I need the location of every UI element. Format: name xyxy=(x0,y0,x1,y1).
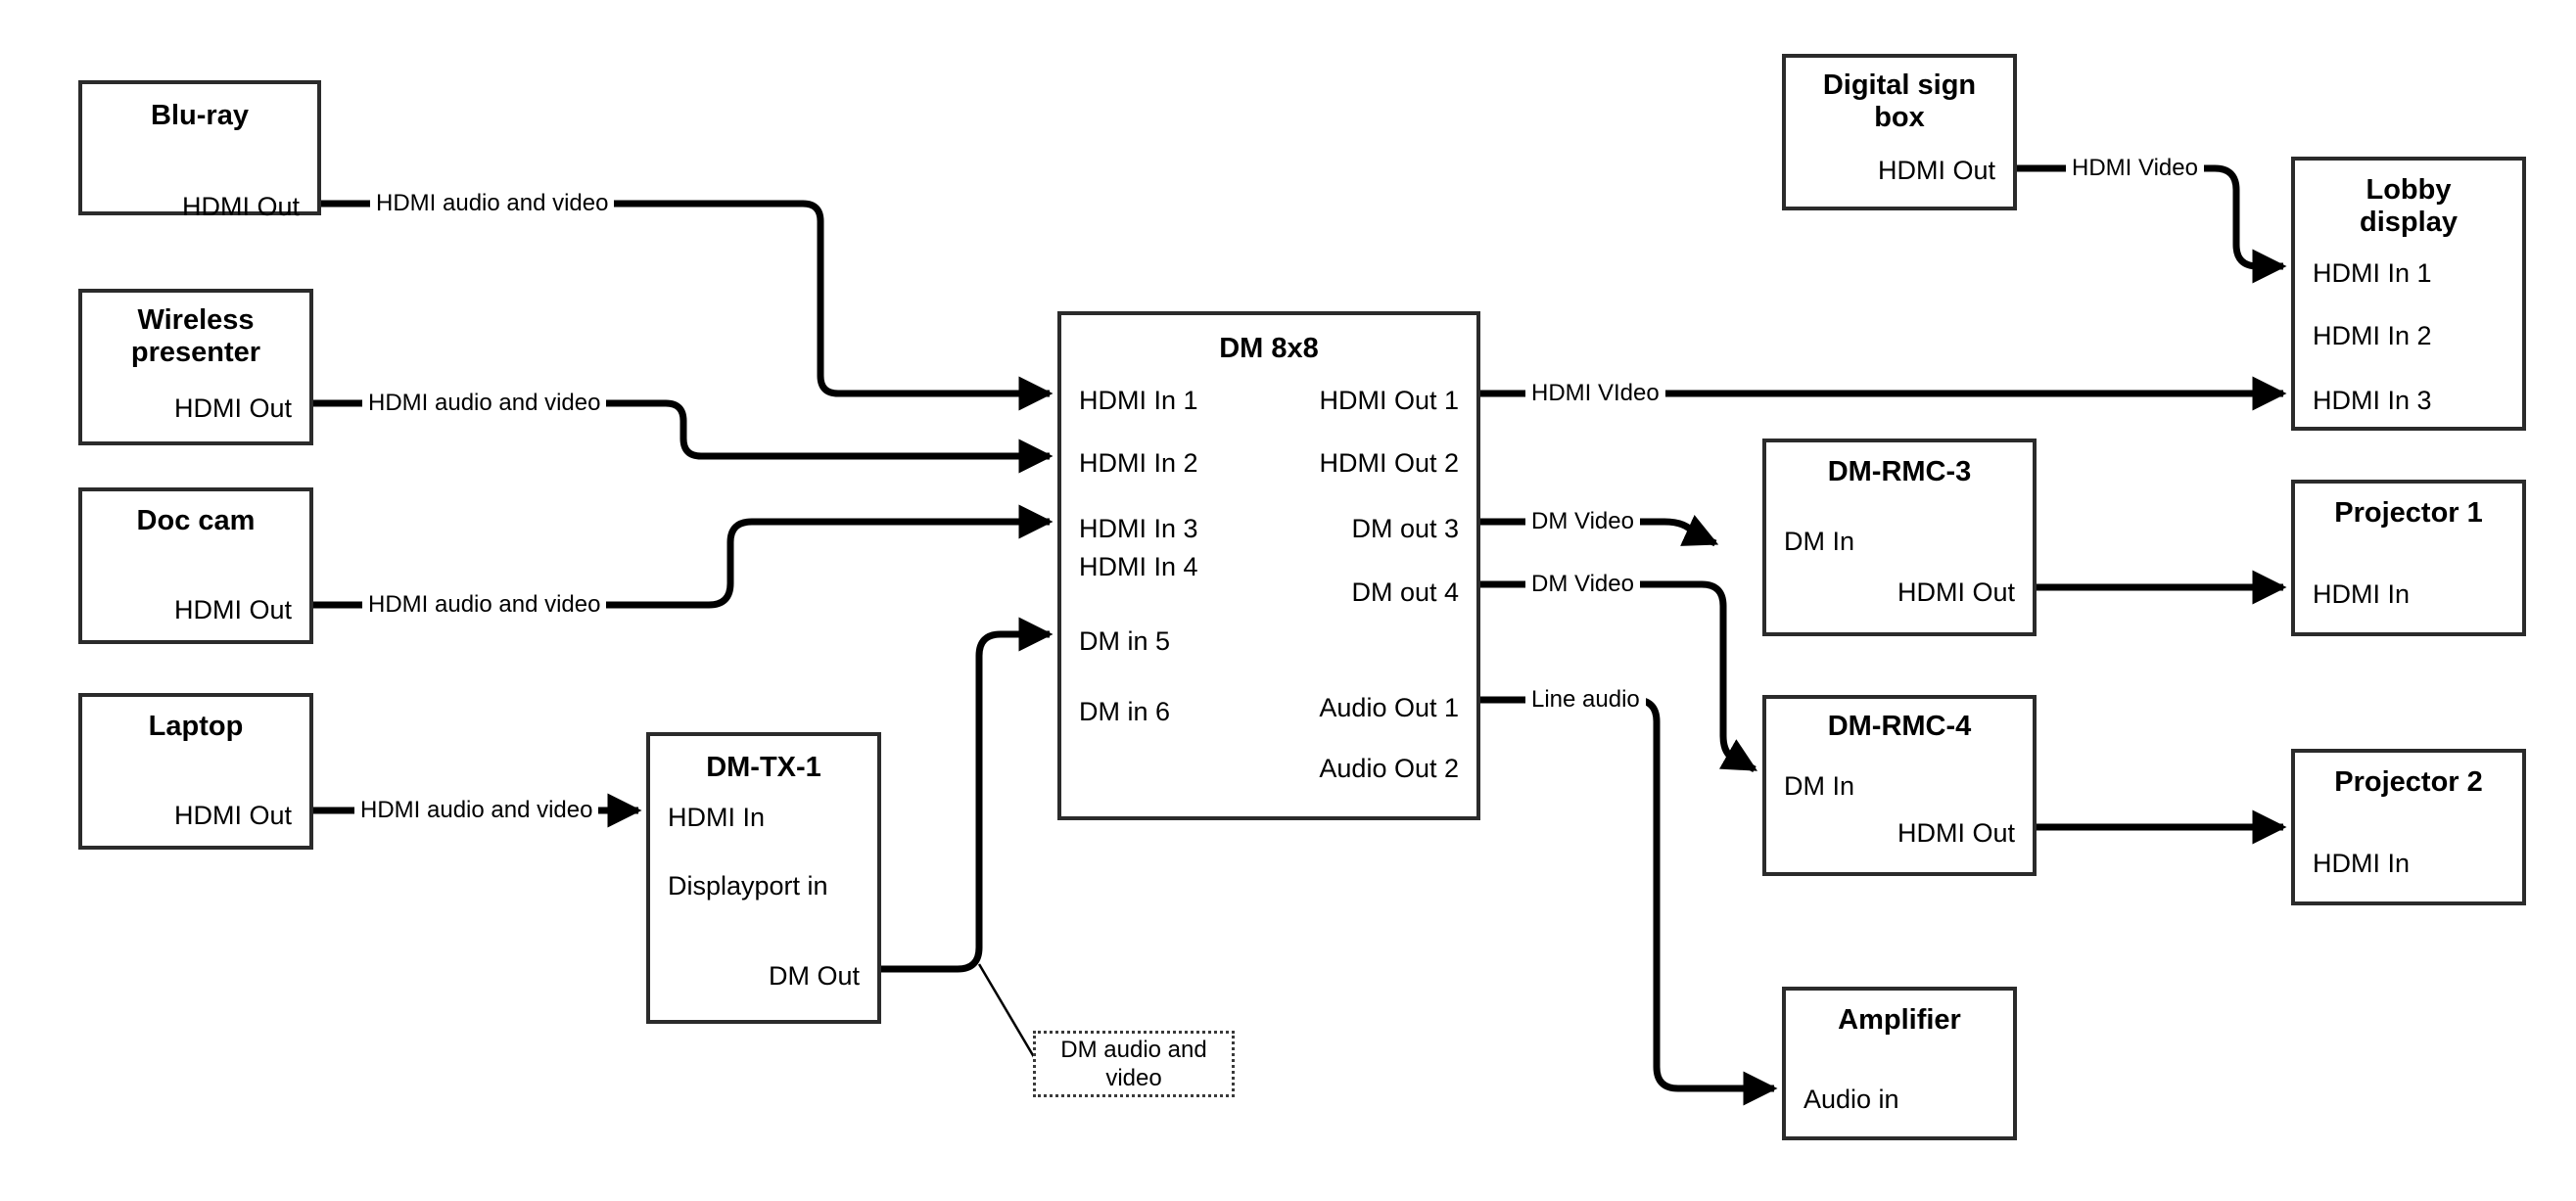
wire-label-audio-out-1-to-amplifier: Line audio xyxy=(1525,688,1646,712)
node-laptop-port-hdmi-out[interactable]: HDMI Out xyxy=(173,801,292,830)
node-projector-2-port-hdmi-in[interactable]: HDMI In xyxy=(2313,849,2411,878)
wire-dm-out-4-to-dmrmc4 xyxy=(1480,580,1758,773)
node-dm-8x8-port-dm-out-4[interactable]: DM out 4 xyxy=(1351,577,1459,607)
wire-label-hdmi-out-1-to-lobby: HDMI VIdeo xyxy=(1525,382,1665,405)
node-amplifier[interactable]: Amplifier Audio in xyxy=(1782,987,2017,1140)
node-dm-8x8-port-hdmi-in-3[interactable]: HDMI In 3 xyxy=(1079,514,1198,543)
node-bluray-port-hdmi-out[interactable]: HDMI Out xyxy=(181,192,300,221)
node-dm-8x8-port-hdmi-in-1[interactable]: HDMI In 1 xyxy=(1079,386,1198,415)
node-dm-8x8-port-dm-out-3[interactable]: DM out 3 xyxy=(1351,514,1459,543)
node-amplifier-title: Amplifier xyxy=(1838,1004,1961,1036)
node-dm-tx-1-port-hdmi-in[interactable]: HDMI In xyxy=(668,803,766,832)
node-dm-8x8[interactable]: DM 8x8 HDMI In 1 HDMI In 2 HDMI In 3 HDM… xyxy=(1057,311,1480,820)
wire-label-bluray-to-hdmi-in-1: HDMI audio and video xyxy=(370,192,615,215)
wire-audio-out-1-to-amplifier xyxy=(1480,696,1778,1106)
node-digital-sign-box-title: Digital sign box xyxy=(1822,69,1977,134)
node-dm-rmc-4-title: DM-RMC-4 xyxy=(1827,711,1972,742)
node-dm-8x8-port-audio-out-1[interactable]: Audio Out 1 xyxy=(1319,693,1459,722)
node-projector-1[interactable]: Projector 1 HDMI In xyxy=(2291,480,2526,636)
node-dm-tx-1-title: DM-TX-1 xyxy=(706,752,821,783)
node-dm-tx-1[interactable]: DM-TX-1 HDMI In Displayport in DM Out xyxy=(646,732,881,1024)
node-lobby-display-port-hdmi-in-1[interactable]: HDMI In 1 xyxy=(2313,258,2432,288)
node-bluray-title: Blu-ray xyxy=(151,100,249,131)
leader-line-dm-audio-video-note xyxy=(977,963,1042,1068)
wire-label-wireless-to-hdmi-in-2: HDMI audio and video xyxy=(362,392,607,415)
node-dm-8x8-port-hdmi-out-2[interactable]: HDMI Out 2 xyxy=(1319,448,1459,478)
node-dm-rmc-4-port-hdmi-out[interactable]: HDMI Out xyxy=(1897,818,2015,848)
node-dm-8x8-port-hdmi-in-4[interactable]: HDMI In 4 xyxy=(1079,552,1198,581)
node-amplifier-port-audio-in[interactable]: Audio in xyxy=(1803,1085,1899,1114)
node-dm-rmc-4[interactable]: DM-RMC-4 DM In HDMI Out xyxy=(1762,695,2037,876)
node-lobby-display-port-hdmi-in-3[interactable]: HDMI In 3 xyxy=(2313,386,2432,415)
node-projector-1-title: Projector 1 xyxy=(2334,497,2483,529)
node-bluray[interactable]: Blu-ray HDMI Out xyxy=(78,80,321,220)
node-lobby-display[interactable]: Lobby display HDMI In 1 HDMI In 2 HDMI I… xyxy=(2291,157,2526,431)
wire-label-laptop-to-dmtx1: HDMI audio and video xyxy=(354,799,599,822)
node-laptop[interactable]: Laptop HDMI Out xyxy=(78,693,313,850)
node-projector-1-port-hdmi-in[interactable]: HDMI In xyxy=(2313,579,2411,609)
node-doc-cam-port-hdmi-out[interactable]: HDMI Out xyxy=(173,595,292,624)
node-dm-tx-1-port-displayport-in[interactable]: Displayport in xyxy=(668,871,828,901)
node-digital-sign-box[interactable]: Digital sign box HDMI Out xyxy=(1782,54,2017,210)
node-projector-2-title: Projector 2 xyxy=(2334,766,2483,798)
node-projector-2[interactable]: Projector 2 HDMI In xyxy=(2291,749,2526,905)
node-dm-8x8-port-audio-out-2[interactable]: Audio Out 2 xyxy=(1319,754,1459,783)
node-digital-sign-box-port-hdmi-out[interactable]: HDMI Out xyxy=(1877,156,1995,185)
wire-digitalsign-to-lobby-hdmi-in-1 xyxy=(2017,164,2287,284)
node-doc-cam-title: Doc cam xyxy=(136,505,256,536)
node-dm-rmc-4-port-dm-in[interactable]: DM In xyxy=(1784,771,1855,801)
node-dm-rmc-3[interactable]: DM-RMC-3 DM In HDMI Out xyxy=(1762,439,2037,636)
note-dm-audio-and-video: DM audio and video xyxy=(1033,1031,1235,1097)
node-dm-8x8-title: DM 8x8 xyxy=(1219,333,1319,364)
node-dm-8x8-port-hdmi-in-2[interactable]: HDMI In 2 xyxy=(1079,448,1198,478)
node-dm-8x8-port-hdmi-out-1[interactable]: HDMI Out 1 xyxy=(1319,386,1459,415)
node-doc-cam[interactable]: Doc cam HDMI Out xyxy=(78,487,313,644)
wire-bluray-to-hdmi-in-1 xyxy=(321,200,1054,411)
node-laptop-title: Laptop xyxy=(148,711,244,742)
node-dm-rmc-3-port-hdmi-out[interactable]: HDMI Out xyxy=(1897,577,2015,607)
node-wireless-presenter[interactable]: Wireless presenter HDMI Out xyxy=(78,289,313,445)
wire-dmtx1-to-dm-in-5 xyxy=(881,617,1054,973)
wire-label-dm-out-3-to-dmrmc3: DM Video xyxy=(1525,510,1640,533)
node-lobby-display-port-hdmi-in-2[interactable]: HDMI In 2 xyxy=(2313,321,2432,350)
node-dm-8x8-port-dm-in-5[interactable]: DM in 5 xyxy=(1079,626,1171,656)
node-wireless-presenter-title: Wireless presenter xyxy=(130,304,261,369)
node-wireless-presenter-port-hdmi-out[interactable]: HDMI Out xyxy=(173,393,292,423)
node-dm-rmc-3-port-dm-in[interactable]: DM In xyxy=(1784,527,1855,556)
node-dm-8x8-port-dm-in-6[interactable]: DM in 6 xyxy=(1079,697,1171,726)
node-dm-rmc-3-title: DM-RMC-3 xyxy=(1827,456,1972,487)
node-dm-tx-1-port-dm-out[interactable]: DM Out xyxy=(768,961,860,991)
wire-label-dm-out-4-to-dmrmc4: DM Video xyxy=(1525,573,1640,596)
wire-label-digitalsign-to-lobby: HDMI Video xyxy=(2066,157,2204,180)
wire-label-doccam-to-hdmi-in-3: HDMI audio and video xyxy=(362,593,607,617)
node-lobby-display-title: Lobby display xyxy=(2360,174,2458,239)
